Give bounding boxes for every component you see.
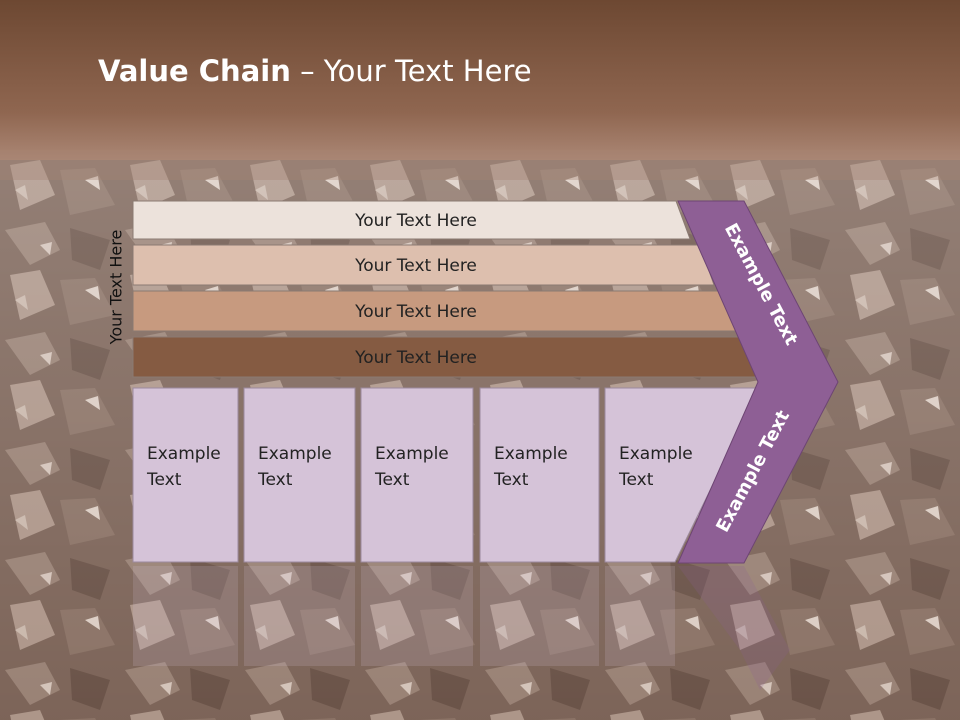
chevron-arrow xyxy=(677,200,839,564)
page-title: Value Chain – Your Text Here xyxy=(98,54,532,94)
column-label-line2-5: Text xyxy=(618,470,654,490)
column-label-line1-2: Example xyxy=(258,444,332,464)
row-label-4: Your Text Here xyxy=(354,348,477,368)
column-reflection-3 xyxy=(361,566,473,666)
column-box-5 xyxy=(604,387,761,563)
column-label-line2-2: Text xyxy=(257,470,293,490)
row-label-1: Your Text Here xyxy=(354,211,477,231)
title-rest: – Your Text Here xyxy=(290,54,532,88)
column-box-2 xyxy=(243,387,356,563)
column-reflection-4 xyxy=(480,566,599,666)
row-bar-1 xyxy=(132,200,691,240)
column-box-3 xyxy=(360,387,474,563)
row-bar-2 xyxy=(132,244,715,286)
column-label-line2-1: Text xyxy=(146,470,182,490)
column-label-line1-4: Example xyxy=(494,444,568,464)
column-label-line2-4: Text xyxy=(493,470,529,490)
column-label-line1-5: Example xyxy=(619,444,693,464)
row-label-3: Your Text Here xyxy=(354,302,477,322)
column-reflection-2 xyxy=(244,566,355,666)
column-label-line1-1: Example xyxy=(147,444,221,464)
title-bold: Value Chain xyxy=(98,54,291,88)
column-reflection-1 xyxy=(133,566,238,666)
column-label-line1-3: Example xyxy=(375,444,449,464)
column-label-line2-3: Text xyxy=(374,470,410,490)
row-label-2: Your Text Here xyxy=(354,256,477,276)
column-box-4 xyxy=(479,387,600,563)
column-reflection-5 xyxy=(605,566,675,666)
chevron-reflection xyxy=(678,566,790,690)
column-box-1 xyxy=(132,387,239,563)
